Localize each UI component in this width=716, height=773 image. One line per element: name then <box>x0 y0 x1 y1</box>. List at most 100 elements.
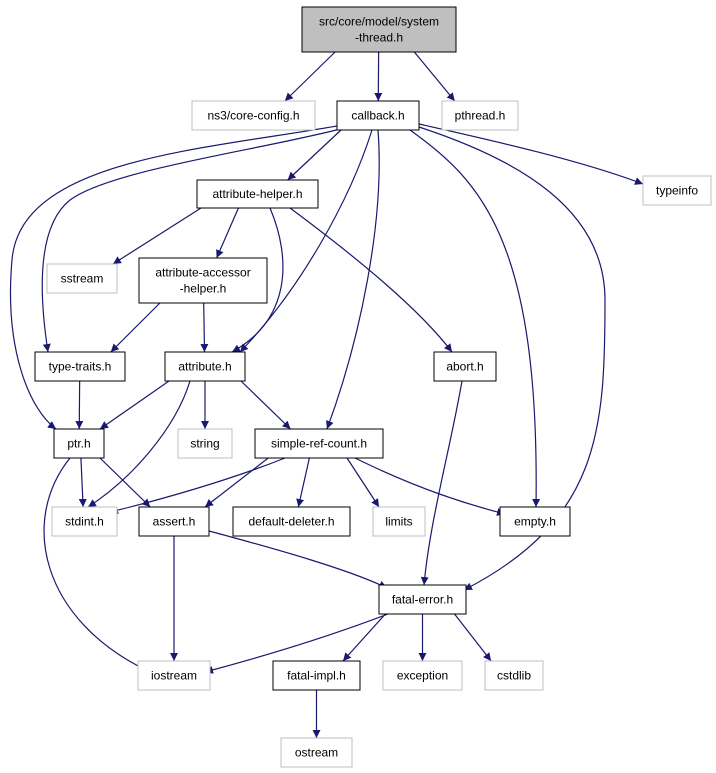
node-limits: limits <box>372 506 426 537</box>
node-label: cstdlib <box>497 669 531 683</box>
edge-callback-to-type-traits <box>41 128 341 353</box>
edge-callback-to-typeinfo <box>418 123 644 185</box>
node-label: assert.h <box>153 515 196 529</box>
node-fatal-error[interactable]: fatal-error.h <box>378 584 467 615</box>
node-label: exception <box>397 669 448 683</box>
node-box <box>196 179 319 209</box>
node-box <box>46 263 118 294</box>
node-box <box>177 428 233 459</box>
edge-attr-accessor-to-type-traits <box>110 302 161 353</box>
node-iostream: iostream <box>137 660 211 691</box>
edge-simple-ref-to-assert <box>204 457 269 508</box>
edge-attr-helper-to-sstream <box>112 207 202 265</box>
node-root[interactable]: src/core/model/system -thread.h <box>301 6 457 53</box>
node-box <box>138 257 268 304</box>
edge-fatal-error-to-cstdlib <box>454 613 492 662</box>
node-label: limits <box>385 515 412 529</box>
node-sstream: sstream <box>46 263 118 294</box>
node-box <box>53 428 105 459</box>
node-default-deleter[interactable]: default-deleter.h <box>232 506 351 537</box>
node-box <box>441 100 519 131</box>
node-box <box>34 351 126 382</box>
node-ptr[interactable]: ptr.h <box>53 428 105 459</box>
node-box <box>272 660 361 691</box>
edge-attribute-to-stdint <box>87 380 191 508</box>
node-label: iostream <box>151 669 197 683</box>
node-attr-helper[interactable]: attribute-helper.h <box>196 179 319 209</box>
node-type-traits[interactable]: type-traits.h <box>34 351 126 382</box>
node-box <box>382 660 463 691</box>
edge-simple-ref-to-limits <box>346 457 380 508</box>
node-label: string <box>190 437 219 451</box>
node-box <box>191 100 316 131</box>
node-box <box>254 428 384 459</box>
node-label: -thread.h <box>355 31 403 45</box>
node-pthread: pthread.h <box>441 100 519 131</box>
node-box <box>138 506 210 537</box>
node-callback[interactable]: callback.h <box>336 100 420 131</box>
node-empty[interactable]: empty.h <box>499 506 571 537</box>
edge-callback-to-empty <box>409 129 541 508</box>
edge-attribute-to-ptr <box>99 380 170 430</box>
node-attr-accessor[interactable]: attribute-accessor-helper.h <box>138 257 268 304</box>
node-string: string <box>177 428 233 459</box>
node-label: pthread.h <box>455 109 506 123</box>
node-label: fatal-impl.h <box>287 669 346 683</box>
node-simple-ref[interactable]: simple-ref-count.h <box>254 428 384 459</box>
edge-ptr-to-stdint <box>78 457 87 508</box>
edge-attr-helper-to-abort <box>289 207 453 353</box>
node-label: stdint.h <box>65 515 104 529</box>
node-abort[interactable]: abort.h <box>433 351 497 382</box>
node-label: src/core/model/system <box>319 15 439 29</box>
edge-simple-ref-to-default-deleter <box>296 457 310 508</box>
edge-simple-ref-to-stdint <box>109 457 286 515</box>
edge-attr-helper-to-attribute <box>231 207 284 353</box>
edge-attr-accessor-to-attribute <box>200 302 209 353</box>
node-cstdlib: cstdlib <box>484 660 544 691</box>
node-core-config: ns3/core-config.h <box>191 100 316 131</box>
node-box <box>642 175 712 206</box>
edge-ptr-to-iostream <box>43 457 151 673</box>
edge-callback-to-ptr <box>9 125 338 430</box>
node-label: ns3/core-config.h <box>207 109 299 123</box>
node-attribute[interactable]: attribute.h <box>164 351 246 382</box>
edge-callback-to-simple-ref <box>326 129 380 430</box>
node-label: empty.h <box>514 515 556 529</box>
edge-attribute-to-simple-ref <box>240 380 291 430</box>
node-label: simple-ref-count.h <box>271 437 367 451</box>
node-stdint: stdint.h <box>51 506 118 537</box>
node-label: attribute-helper.h <box>212 187 302 201</box>
node-fatal-impl[interactable]: fatal-impl.h <box>272 660 361 691</box>
node-label: fatal-error.h <box>392 593 453 607</box>
node-exception: exception <box>382 660 463 691</box>
edge-attr-helper-to-attr-accessor <box>216 207 239 259</box>
edge-assert-to-fatal-error <box>208 530 388 589</box>
node-box <box>280 737 353 768</box>
node-box <box>51 506 118 537</box>
node-label: attribute-accessor <box>155 266 250 280</box>
nodes-layer: src/core/model/system -thread.h ns3/core-c… <box>34 6 712 768</box>
node-label: ptr.h <box>67 437 90 451</box>
edge-simple-ref-to-empty <box>354 457 506 516</box>
node-box <box>433 351 497 382</box>
node-box <box>378 584 467 615</box>
edge-fatal-error-to-iostream <box>204 613 389 674</box>
edge-root-to-core-config <box>284 51 336 102</box>
edge-fatal-error-to-fatal-impl <box>342 613 386 662</box>
edge-callback-to-attr-helper <box>287 129 342 181</box>
node-box <box>499 506 571 537</box>
edge-abort-to-fatal-error <box>420 380 463 586</box>
edges-layer <box>9 51 644 738</box>
node-label: type-traits.h <box>49 360 112 374</box>
node-label: abort.h <box>446 360 483 374</box>
node-box <box>232 506 351 537</box>
node-label: sstream <box>61 272 104 286</box>
node-box <box>164 351 246 382</box>
node-typeinfo: typeinfo <box>642 175 712 206</box>
node-label: typeinfo <box>656 184 698 198</box>
node-box <box>484 660 544 691</box>
node-assert[interactable]: assert.h <box>138 506 210 537</box>
node-label: default-deleter.h <box>248 515 334 529</box>
node-ostream: ostream <box>280 737 353 768</box>
